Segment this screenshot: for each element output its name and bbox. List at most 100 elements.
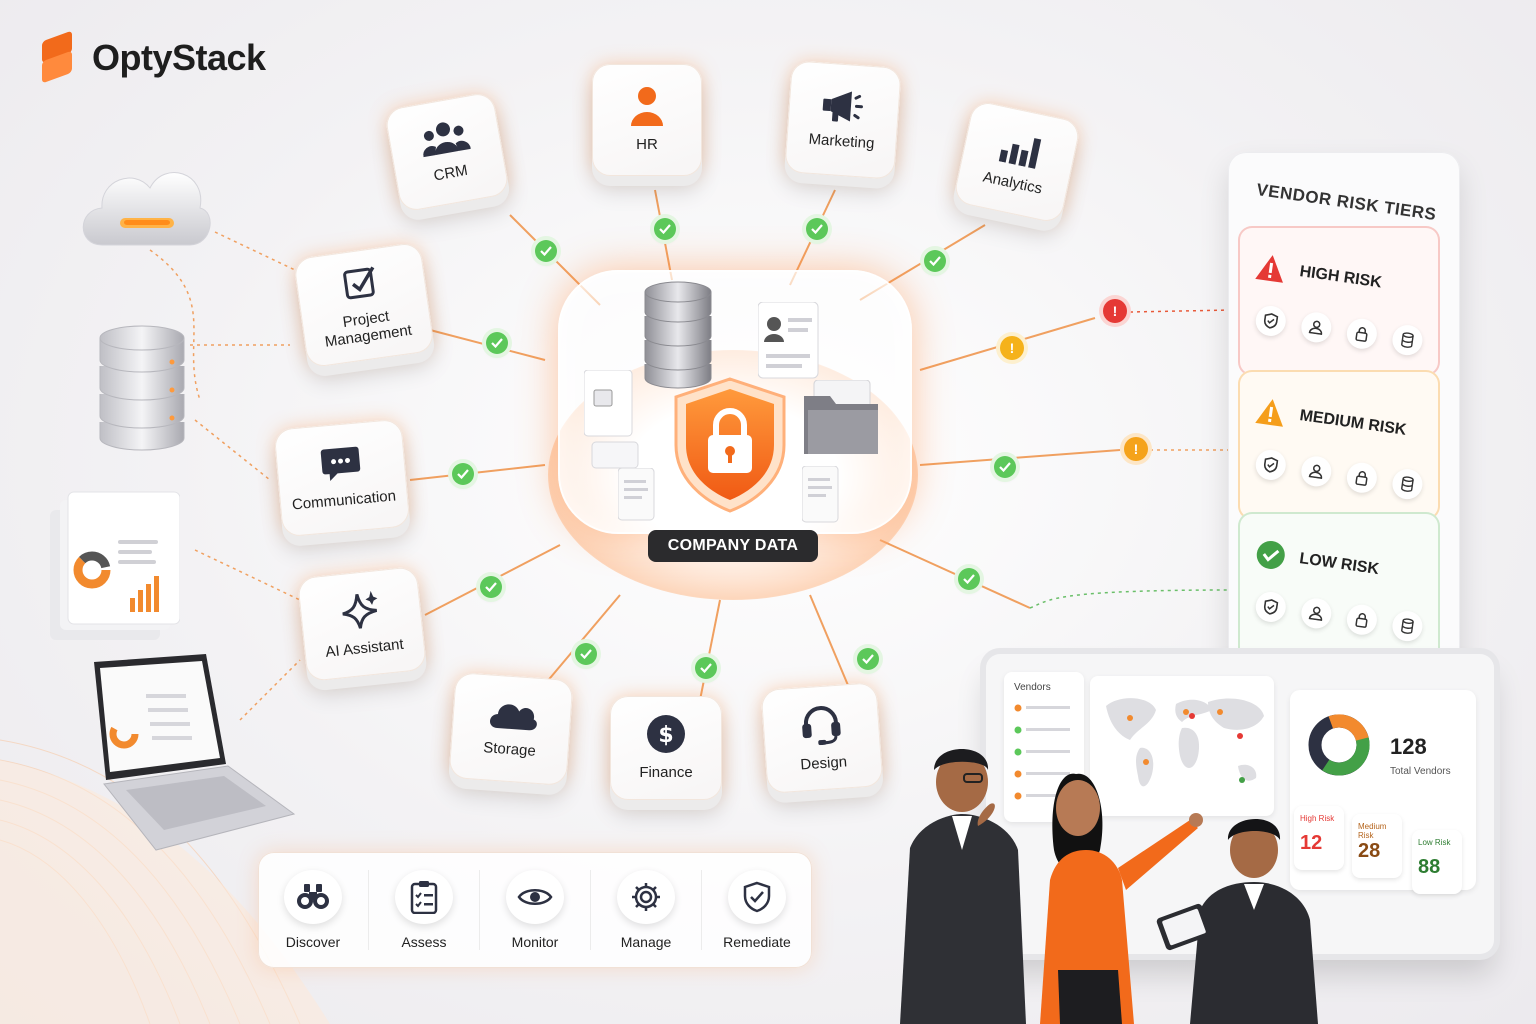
- shield-icon: [1253, 590, 1288, 624]
- total-vendors-label: Total Vendors: [1390, 766, 1451, 777]
- app-tile-finance[interactable]: $ Finance: [610, 696, 722, 800]
- check-circle-icon: [1256, 540, 1285, 569]
- bar-chart-icon: [998, 138, 1042, 170]
- check-badge-ai-assistant: [480, 576, 502, 598]
- database-icon: [1390, 467, 1425, 502]
- process-step-label: Assess: [401, 934, 447, 950]
- app-tile-analytics[interactable]: Analytics: [952, 99, 1082, 225]
- database-icon: [1390, 323, 1425, 358]
- person-icon: [631, 87, 663, 127]
- check-badge-crm: [535, 240, 557, 262]
- headset-icon: [802, 706, 841, 746]
- world-map-card: [1090, 676, 1274, 816]
- high-risk-count-value: 12: [1300, 832, 1323, 854]
- high-risk-count-label: High Risk: [1300, 814, 1335, 823]
- shield-check-icon: [728, 870, 786, 924]
- app-label-ai-assistant: AI Assistant: [324, 636, 405, 662]
- megaphone-icon: [822, 91, 863, 122]
- risk-tier-low-label: LOW RISK: [1298, 550, 1380, 579]
- process-step-monitor[interactable]: Monitor: [480, 870, 591, 950]
- check-badge-storage: [575, 643, 597, 665]
- checkbox-icon: [343, 266, 375, 300]
- brand-name: OptyStack: [92, 37, 266, 78]
- lock-icon: [1344, 460, 1379, 495]
- company-data-hub: [548, 230, 918, 600]
- risk-tier-medium-label: MEDIUM RISK: [1298, 407, 1408, 439]
- cloud-illustration: [82, 172, 211, 246]
- cloud-icon: [489, 704, 537, 731]
- app-label-finance: Finance: [639, 764, 693, 782]
- risk-tier-high-label: HIGH RISK: [1298, 263, 1383, 292]
- sparkle-icon: [342, 591, 378, 630]
- warning-icon-medium-risk-connection: !: [1124, 437, 1148, 461]
- process-step-discover[interactable]: Discover: [258, 870, 369, 950]
- risk-tier-medium[interactable]: MEDIUM RISK: [1238, 370, 1440, 520]
- world-map-icon: [1106, 698, 1264, 787]
- user-icon: [1299, 454, 1334, 489]
- business-people-illustration: [900, 749, 1318, 1024]
- report-documents-illustration: [50, 491, 180, 640]
- folder-icon: [804, 380, 878, 454]
- high-risk-count-card: High Risk 12: [1294, 806, 1344, 870]
- brand-logo[interactable]: OptyStack: [34, 30, 266, 84]
- app-label-marketing: Marketing: [808, 131, 875, 153]
- risk-tier-low[interactable]: LOW RISK: [1238, 512, 1440, 662]
- app-label-analytics: Analytics: [981, 168, 1044, 198]
- vendors-list-title: Vendors: [1014, 682, 1051, 693]
- app-tile-crm[interactable]: CRM: [383, 91, 511, 213]
- app-tile-project-management[interactable]: Project Management: [292, 241, 436, 369]
- vendors-list-rows: [1014, 704, 1070, 800]
- check-badge-communication: [452, 463, 474, 485]
- document-icon: [584, 370, 639, 469]
- check-badge-vendor-mid: [994, 456, 1016, 478]
- gear-icon: [617, 870, 675, 924]
- app-label-design: Design: [799, 753, 848, 774]
- process-step-label: Monitor: [511, 934, 559, 950]
- risk-tier-high[interactable]: HIGH RISK: [1238, 226, 1440, 376]
- check-badge-hr: [654, 218, 676, 240]
- company-data-label: COMPANY DATA: [648, 530, 818, 562]
- lock-icon: [1344, 316, 1379, 351]
- chat-bubble-icon: [320, 447, 361, 482]
- check-badge-design: [857, 648, 879, 670]
- app-tile-design[interactable]: Design: [760, 682, 884, 794]
- database-illustration: [99, 325, 185, 451]
- app-tile-storage[interactable]: Storage: [448, 672, 574, 786]
- app-label-crm: CRM: [432, 162, 470, 185]
- shield-icon: [1253, 448, 1288, 482]
- eye-icon: [506, 870, 564, 924]
- background-wave-decoration: [0, 739, 330, 1024]
- total-vendors-value: 128: [1390, 734, 1427, 759]
- app-tile-hr[interactable]: HR: [592, 64, 702, 176]
- dollar-coin-icon: $: [647, 715, 685, 754]
- user-icon: [1299, 596, 1334, 631]
- process-step-remediate[interactable]: Remediate: [702, 870, 812, 950]
- laptop-illustration: [94, 654, 296, 851]
- low-risk-count-card: Low Risk 88: [1412, 830, 1462, 894]
- medium-risk-count-label: Medium Risk: [1358, 822, 1387, 840]
- small-document-icon: [618, 468, 655, 521]
- check-badge-finance: [695, 657, 717, 679]
- small-document-icon-2: [802, 466, 839, 523]
- app-tile-communication[interactable]: Communication: [273, 418, 411, 538]
- app-label-project-management: Project Management: [323, 307, 413, 351]
- check-badge-project-management: [486, 332, 508, 354]
- process-step-label: Remediate: [723, 934, 791, 950]
- medium-risk-count-card: Medium Risk 28: [1352, 814, 1402, 878]
- process-step-label: Manage: [620, 934, 672, 950]
- alert-triangle-icon: [1255, 255, 1283, 283]
- shield-lock-icon: [674, 377, 786, 513]
- app-tile-marketing[interactable]: Marketing: [784, 60, 902, 180]
- app-label-hr: HR: [636, 136, 658, 154]
- profile-document-icon: [758, 302, 819, 379]
- shield-icon: [1253, 304, 1288, 338]
- app-label-storage: Storage: [482, 739, 537, 761]
- process-step-assess[interactable]: Assess: [369, 870, 480, 950]
- check-badge-vendor-low: [958, 568, 980, 590]
- process-step-manage[interactable]: Manage: [591, 870, 702, 950]
- app-tile-ai-assistant[interactable]: AI Assistant: [296, 566, 428, 682]
- check-badge-analytics: [924, 250, 946, 272]
- central-database-icon: [644, 281, 712, 389]
- svg-text:$: $: [658, 723, 673, 748]
- process-steps-bar: Discover Assess Monitor Manage Remediate: [258, 852, 812, 968]
